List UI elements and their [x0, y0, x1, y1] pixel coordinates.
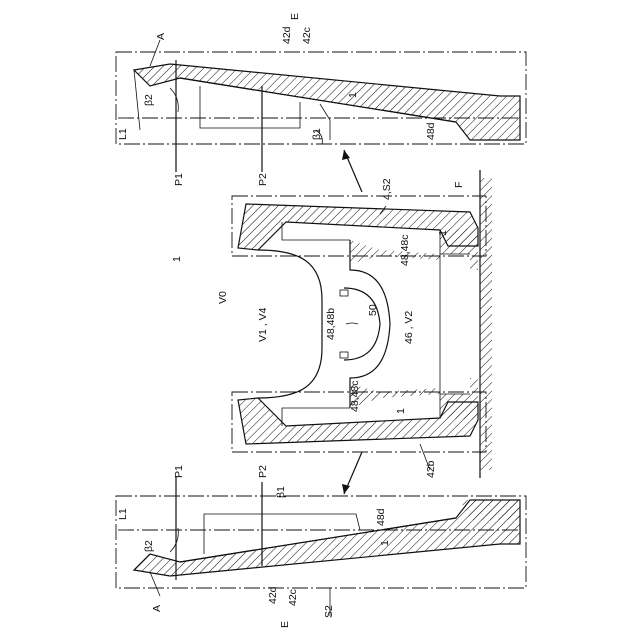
label-48d-bottom: 48d	[375, 508, 387, 526]
label-s2-bottom: S2	[323, 605, 335, 618]
label-beta2-top: β2	[143, 94, 155, 106]
label-v1-v4: V1 , V4	[257, 307, 269, 342]
label-e-top: E	[289, 13, 301, 20]
label-42d-bottom: 42d	[267, 586, 279, 604]
label-48-48c-upper: 48,48c	[399, 234, 411, 266]
label-46-v2: 46 , V2	[403, 311, 415, 344]
label-beta1-bottom: β1	[275, 486, 287, 498]
label-beta2-bottom: β2	[143, 540, 155, 552]
label-42c-top: 42c	[301, 27, 313, 44]
label-1-upper-center: 1	[437, 230, 449, 236]
label-4-s2: 4,S2	[381, 178, 393, 200]
upper-detail	[116, 52, 526, 172]
connector-arrows	[342, 150, 362, 494]
label-f: F	[453, 182, 465, 188]
label-beta1-top: β1	[311, 128, 323, 140]
label-42d-top: 42d	[281, 26, 293, 44]
label-1-center: 1	[171, 256, 183, 262]
label-1-lower-center: 1	[395, 408, 407, 414]
label-1-top: 1	[347, 92, 359, 98]
label-p2-bottom: P2	[257, 465, 269, 478]
label-p1-top: P1	[173, 173, 185, 186]
label-p2-top: P2	[257, 173, 269, 186]
label-a-top: A	[155, 33, 167, 40]
center-assembly	[232, 150, 492, 494]
lower-detail	[116, 476, 526, 588]
label-42b: 42b	[425, 460, 437, 478]
label-48-48c-lower: 48,48c	[349, 380, 361, 412]
label-l1-top: L1	[117, 128, 129, 140]
label-50: 50	[367, 304, 379, 316]
label-48d-top: 48d	[425, 122, 437, 140]
label-e-bottom: E	[279, 621, 291, 628]
label-42c-bottom: 42c	[287, 589, 299, 606]
label-v0: V0	[217, 291, 229, 304]
label-a-bottom: A	[151, 605, 163, 612]
label-1-bottom: 1	[379, 540, 391, 546]
label-l1-bottom: L1	[117, 508, 129, 520]
label-48-48b: 48,48b	[325, 308, 337, 340]
label-p1-bottom: P1	[173, 465, 185, 478]
